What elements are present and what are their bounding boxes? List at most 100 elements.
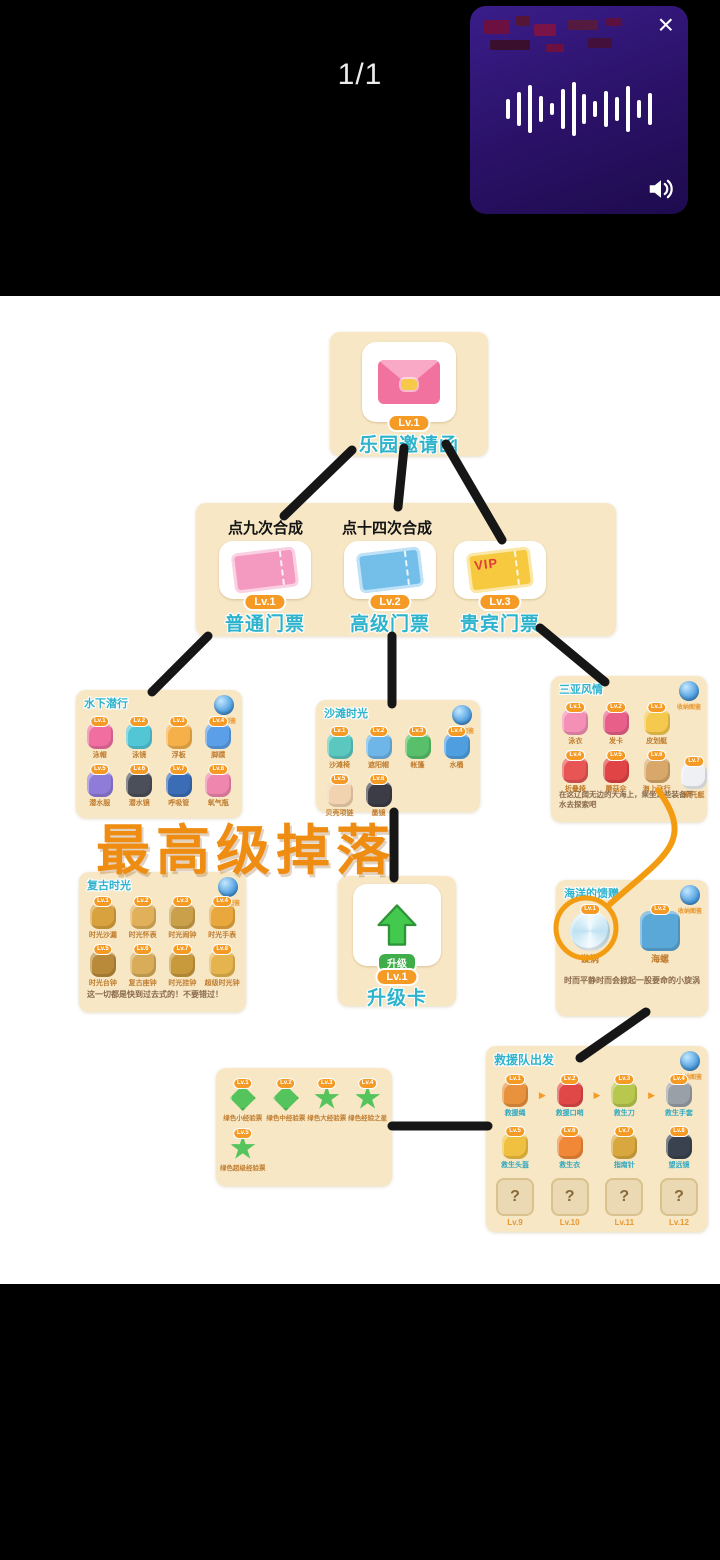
- conch-icon: [640, 911, 680, 951]
- normal-ticket-icon: [230, 546, 300, 594]
- kickboard-icon: [165, 723, 192, 749]
- annotation-nine-merges: 点九次合成: [228, 520, 304, 537]
- collection-icon: [213, 695, 234, 715]
- arrow-icon: ▶: [593, 1090, 601, 1100]
- binoculars-icon: [665, 1133, 692, 1159]
- collection-label: 收纳图鉴: [677, 909, 702, 915]
- guide-image[interactable]: Lv.1 乐园邀请函 点九次合成 点十四次合成 Lv.1 普通门票 Lv.2 高…: [0, 296, 720, 1284]
- vip-text: VIP: [473, 555, 499, 574]
- invitation-label: 乐园邀请函: [358, 435, 459, 456]
- flippers-icon: [205, 723, 232, 749]
- ticket-label: 贵宾门票: [459, 614, 540, 635]
- ticket-advanced: Lv.2 高级门票: [342, 503, 438, 636]
- item-cell: Lv.2 海螺: [634, 904, 686, 965]
- swimsuit-icon: [562, 709, 589, 735]
- panel-title: 救援队出发: [494, 1053, 555, 1067]
- mystery-cell: ?Lv.12: [656, 1178, 702, 1227]
- level-badge: Lv.2: [368, 593, 412, 611]
- mystery-box-icon: ?: [659, 1178, 698, 1216]
- vip-ticket-icon: VIP: [465, 546, 535, 594]
- rescue-helmet-icon: [502, 1133, 528, 1159]
- ticket-vip: VIP Lv.3 贵宾门票: [452, 503, 548, 636]
- hourglass-icon: [89, 903, 116, 929]
- mystery-box-icon: ?: [550, 1178, 589, 1216]
- tent-icon: [404, 733, 431, 759]
- panel-invitation: Lv.1 乐园邀请函: [330, 332, 488, 456]
- level-badge: Lv.1: [243, 593, 287, 611]
- panel-title: 水下潜行: [84, 698, 128, 710]
- invitation-card: [362, 342, 456, 422]
- kayak-icon: [643, 709, 670, 735]
- annotation-fourteen-merges: 点十四次合成: [342, 520, 433, 537]
- mushroom-umbrella-icon: [602, 757, 629, 783]
- item-cell: Lv.7 摩托艇: [671, 756, 717, 800]
- oxygen-tank-icon: [205, 771, 232, 797]
- advanced-ticket-icon: [355, 546, 425, 594]
- panel-note: 在这辽阔无边的大海上，乘坐这些装备下水去探索吧: [559, 790, 694, 809]
- mystery-box-icon: ?: [605, 1178, 644, 1216]
- swim-cap-icon: [86, 723, 113, 749]
- mystery-cell: ?Lv.9: [492, 1178, 538, 1227]
- whirlpool-icon: [570, 911, 610, 951]
- life-vest-icon: [556, 1133, 583, 1159]
- collection-icon: [217, 877, 238, 897]
- overlay-highest-drop: 最高级掉落: [96, 821, 396, 881]
- pocket-watch-icon: [129, 903, 156, 929]
- page-indicator: 1/1: [337, 58, 383, 91]
- close-icon[interactable]: ×: [654, 8, 678, 42]
- compass-icon: [611, 1133, 638, 1159]
- ticket-label: 高级门票: [349, 614, 430, 635]
- waveform: [506, 76, 652, 142]
- wetsuit-icon: [86, 771, 113, 797]
- ticket-normal: Lv.1 普通门票: [217, 503, 313, 636]
- mystery-box-icon: ?: [496, 1178, 534, 1216]
- speaker-icon[interactable]: [646, 174, 676, 204]
- panel-title: 复古时光: [87, 880, 131, 892]
- panel-title: 海洋的馈赠: [564, 888, 619, 900]
- sun-hat-icon: [365, 733, 392, 759]
- arrow-icon: ▶: [648, 1090, 656, 1100]
- hairpin-icon: [602, 709, 629, 735]
- audio-player-card[interactable]: ×: [470, 6, 688, 214]
- mantel-clock-icon: [129, 951, 156, 977]
- album-art: [476, 10, 644, 68]
- collection-icon: [451, 705, 472, 725]
- folding-chair-icon: [562, 757, 589, 783]
- rescue-rope-icon: [502, 1081, 528, 1107]
- wall-clock-icon: [169, 951, 196, 977]
- level-badge: Lv.1: [387, 414, 431, 432]
- level-badge: Lv.1: [375, 968, 419, 986]
- sea-flight-icon: [643, 757, 670, 783]
